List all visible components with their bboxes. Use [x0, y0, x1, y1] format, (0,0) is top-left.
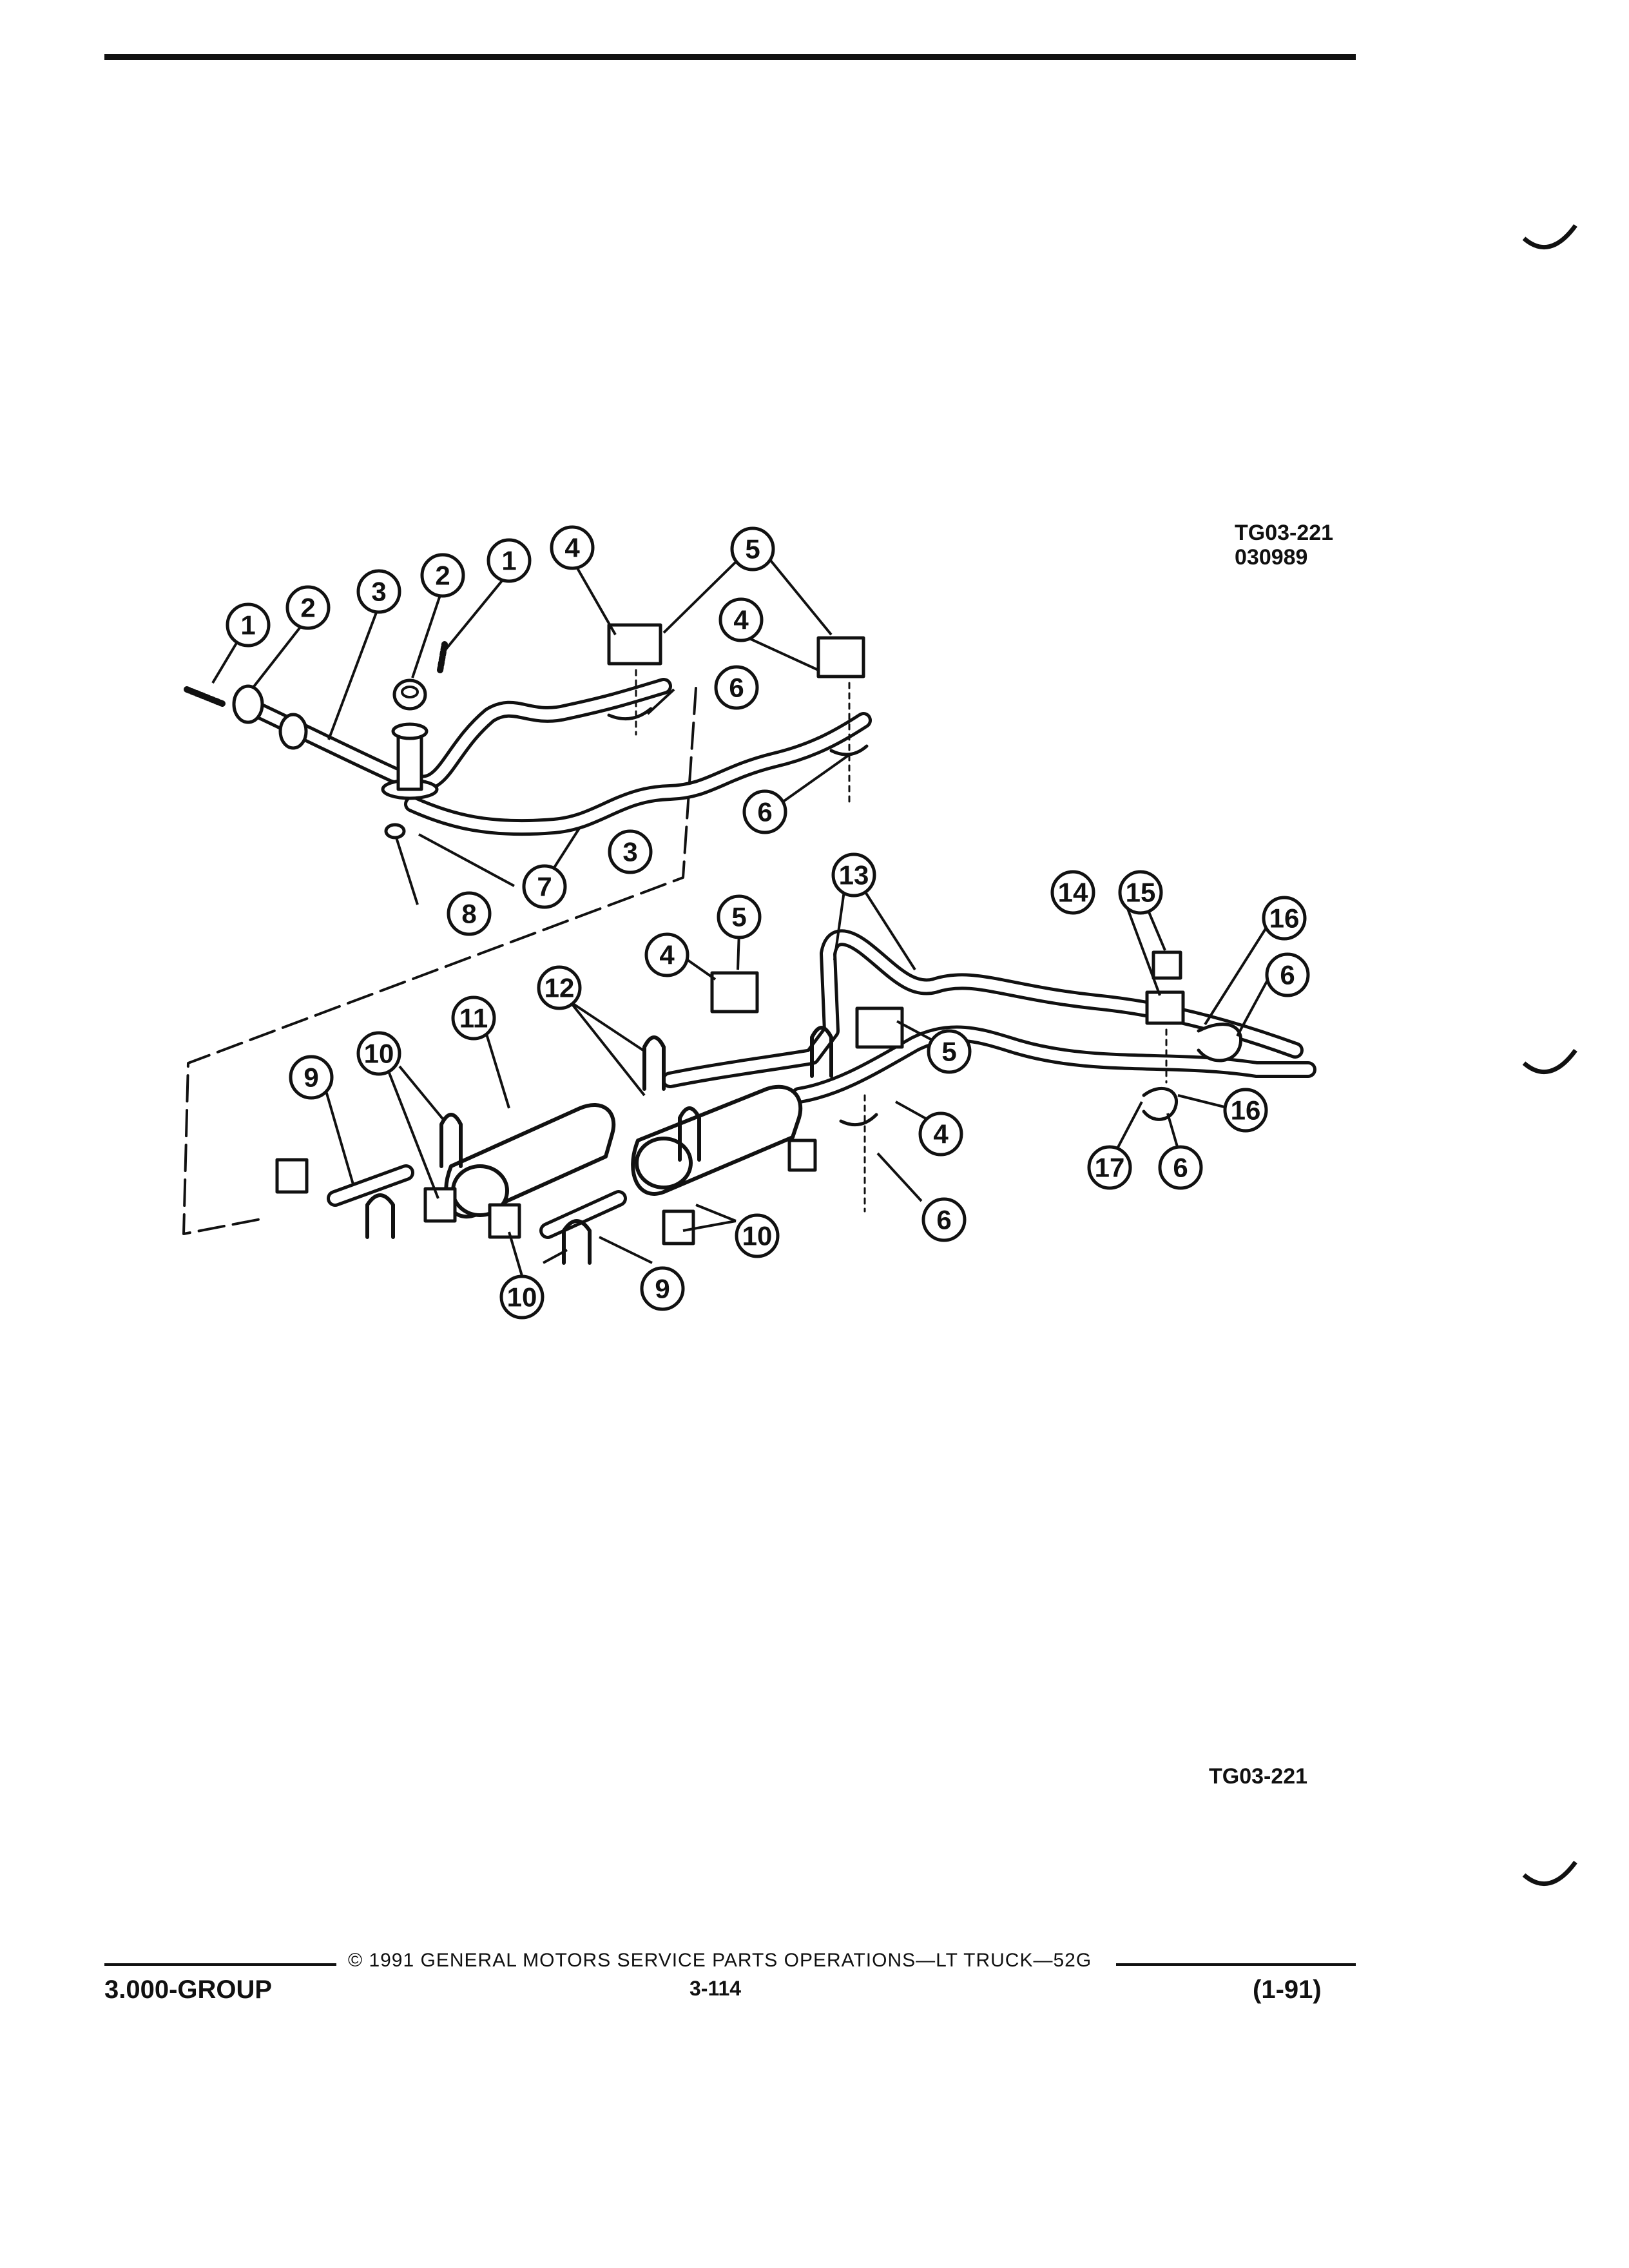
svg-text:11: 11 — [459, 1003, 488, 1033]
svg-text:4: 4 — [659, 940, 675, 970]
callout-6a: 6 — [714, 665, 759, 710]
svg-text:5: 5 — [745, 534, 760, 564]
svg-text:9: 9 — [304, 1062, 318, 1093]
svg-text:15: 15 — [1126, 878, 1156, 908]
footer-page-number: 3-114 — [689, 1977, 742, 2000]
svg-text:2: 2 — [435, 561, 450, 591]
svg-text:10: 10 — [507, 1282, 537, 1312]
callout-14: 14 — [1050, 870, 1095, 915]
callout-2b: 2 — [420, 553, 465, 598]
figure-date-code: 030989 — [1235, 545, 1308, 570]
svg-text:10: 10 — [364, 1039, 394, 1069]
svg-text:13: 13 — [839, 860, 869, 890]
svg-text:16: 16 — [1231, 1095, 1261, 1126]
svg-text:6: 6 — [936, 1205, 951, 1235]
callout-4b: 4 — [718, 597, 764, 642]
svg-text:2: 2 — [300, 593, 315, 623]
callout-8: 8 — [447, 891, 492, 936]
rear-hanger — [1145, 990, 1185, 1025]
figure-id-block: TG03-221 030989 — [1235, 521, 1333, 570]
svg-text:7: 7 — [537, 872, 552, 902]
svg-text:5: 5 — [941, 1037, 956, 1067]
callout-2a: 2 — [285, 585, 331, 630]
callout-3a: 3 — [356, 569, 401, 614]
svg-text:4: 4 — [733, 605, 749, 635]
callout-7: 7 — [522, 864, 567, 909]
callout-3b: 3 — [608, 829, 653, 874]
callout-6c: 6 — [1265, 952, 1310, 997]
hanger-lower-right — [855, 1006, 904, 1049]
footer-date: (1-91) — [1253, 1975, 1322, 2004]
top-rule — [104, 54, 1356, 60]
svg-text:10: 10 — [742, 1221, 773, 1251]
svg-text:5: 5 — [731, 902, 746, 932]
callout-16a: 16 — [1262, 896, 1307, 941]
callout-1b: 1 — [487, 538, 532, 583]
svg-text:12: 12 — [545, 973, 575, 1003]
callout-9a: 9 — [289, 1055, 334, 1100]
footer-rule-left — [104, 1963, 336, 1966]
pipe-3-lower — [404, 712, 872, 836]
svg-text:14: 14 — [1058, 878, 1088, 908]
callout-9b: 9 — [640, 1266, 685, 1311]
callout-17: 17 — [1087, 1145, 1132, 1190]
svg-text:4: 4 — [564, 533, 580, 563]
callout-10b: 10 — [735, 1213, 780, 1258]
assembly-boundary — [182, 687, 697, 1235]
hanger-lower-left — [710, 971, 759, 1014]
svg-text:6: 6 — [757, 797, 772, 827]
hanger-upper-left — [607, 623, 662, 666]
svg-text:4: 4 — [933, 1119, 949, 1149]
binder-hole-mark-3 — [1522, 1860, 1577, 1887]
callout-1a: 1 — [226, 602, 271, 648]
figure-id-bottom: TG03-221 — [1209, 1764, 1308, 1789]
callout-4c: 4 — [644, 932, 689, 977]
svg-text:8: 8 — [461, 899, 476, 929]
binder-hole-mark-1 — [1522, 224, 1577, 250]
svg-text:16: 16 — [1269, 903, 1300, 934]
svg-text:3: 3 — [622, 837, 637, 867]
callout-12: 12 — [537, 965, 582, 1010]
callout-13: 13 — [831, 852, 876, 898]
hanger-upper-right — [816, 636, 865, 678]
callout-10c: 10 — [499, 1274, 545, 1320]
callout-5c: 5 — [927, 1029, 972, 1074]
callout-16b: 16 — [1223, 1088, 1268, 1133]
svg-text:6: 6 — [1173, 1153, 1188, 1183]
svg-text:6: 6 — [729, 673, 744, 703]
svg-text:1: 1 — [501, 546, 516, 576]
callout-11: 11 — [451, 995, 496, 1041]
callout-5b: 5 — [717, 894, 762, 939]
svg-text:1: 1 — [240, 610, 255, 640]
footer-copyright: © 1991 GENERAL MOTORS SERVICE PARTS OPER… — [348, 1950, 1092, 1971]
callout-6e: 6 — [1158, 1145, 1203, 1190]
callout-6b: 6 — [742, 789, 787, 834]
footer-rule-right — [1116, 1963, 1356, 1966]
binder-hole-mark-2 — [1522, 1048, 1577, 1075]
figure-id: TG03-221 — [1235, 521, 1334, 545]
callout-10a: 10 — [356, 1031, 401, 1076]
svg-text:9: 9 — [655, 1274, 670, 1304]
callout-4d: 4 — [918, 1111, 963, 1157]
footer-group: 3.000-GROUP — [104, 1975, 273, 2004]
callout-5a: 5 — [730, 526, 775, 572]
svg-text:3: 3 — [371, 577, 386, 607]
callout-4a: 4 — [550, 525, 595, 570]
svg-text:17: 17 — [1095, 1153, 1125, 1183]
callout-6d: 6 — [921, 1197, 967, 1242]
svg-text:6: 6 — [1280, 960, 1295, 990]
callout-15: 15 — [1118, 870, 1163, 915]
